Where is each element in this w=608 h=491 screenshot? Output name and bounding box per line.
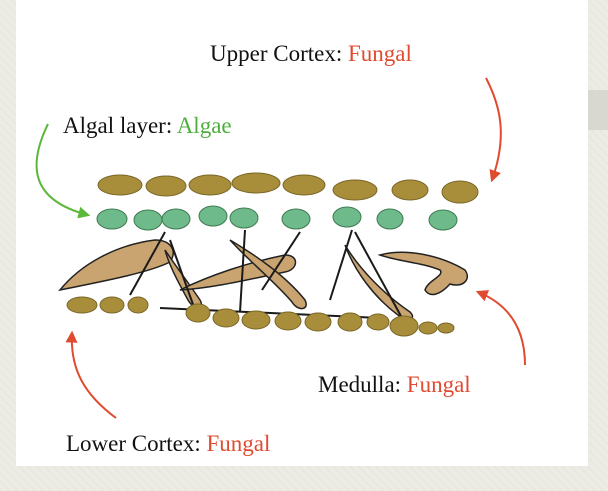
algal-layer-type: Algae	[177, 113, 232, 138]
lower-cortex-cell	[275, 312, 301, 330]
hypha-strand	[380, 252, 467, 294]
algal-cell	[134, 210, 162, 230]
lower-cortex-cell	[305, 313, 331, 331]
lower-cortex-label: Lower Cortex: Fungal	[66, 432, 270, 455]
medulla-arrow	[478, 292, 525, 365]
medulla-type: Fungal	[407, 372, 471, 397]
upper-cortex-cell	[392, 180, 428, 200]
upper-cortex-cell	[283, 175, 325, 195]
algal-cell	[199, 206, 227, 226]
algal-layer	[97, 206, 457, 230]
lower-cortex-cell	[186, 304, 210, 322]
upper-cortex-cell	[232, 173, 280, 193]
upper-cortex-type: Fungal	[348, 41, 412, 66]
upper-cortex-cell	[189, 175, 231, 195]
upper-cortex-cell	[146, 176, 186, 196]
upper-cortex-layer	[98, 173, 478, 203]
upper-cortex-name: Upper Cortex:	[210, 41, 348, 66]
algal-cell	[429, 210, 457, 230]
medulla-name: Medulla:	[318, 372, 407, 397]
algal-cell	[282, 209, 310, 229]
algal-cell	[333, 207, 361, 227]
upper-cortex-cell	[333, 180, 377, 200]
algal-layer-label: Algal layer: Algae	[63, 114, 232, 137]
lower-cortex-cell	[338, 313, 362, 331]
hypha-filament	[330, 230, 352, 300]
algal-layer-name: Algal layer:	[63, 113, 177, 138]
lower-cortex-type: Fungal	[207, 431, 271, 456]
algal-cell	[97, 209, 127, 229]
algal-cell	[162, 209, 190, 229]
lower-cortex-cell	[128, 297, 148, 313]
upper-cortex-label: Upper Cortex: Fungal	[210, 42, 412, 65]
hypha-filament	[170, 240, 195, 310]
lower-cortex-cell	[67, 297, 97, 313]
lower-cortex-cell	[438, 323, 454, 333]
lower-cortex-cell	[419, 322, 437, 334]
medulla-label: Medulla: Fungal	[318, 373, 471, 396]
lower-cortex-name: Lower Cortex:	[66, 431, 207, 456]
algal-cell	[377, 209, 403, 229]
lower-cortex-cell	[367, 314, 389, 330]
lower-cortex-arrow	[72, 333, 116, 418]
upper-cortex-arrow	[486, 78, 501, 180]
lower-cortex-cell	[390, 316, 418, 336]
lower-cortex-cell	[100, 297, 124, 313]
lower-cortex-cell	[213, 309, 239, 327]
lower-cortex-cell	[242, 311, 270, 329]
upper-cortex-cell	[98, 175, 142, 195]
upper-cortex-cell	[442, 181, 478, 203]
algal-cell	[230, 208, 258, 228]
